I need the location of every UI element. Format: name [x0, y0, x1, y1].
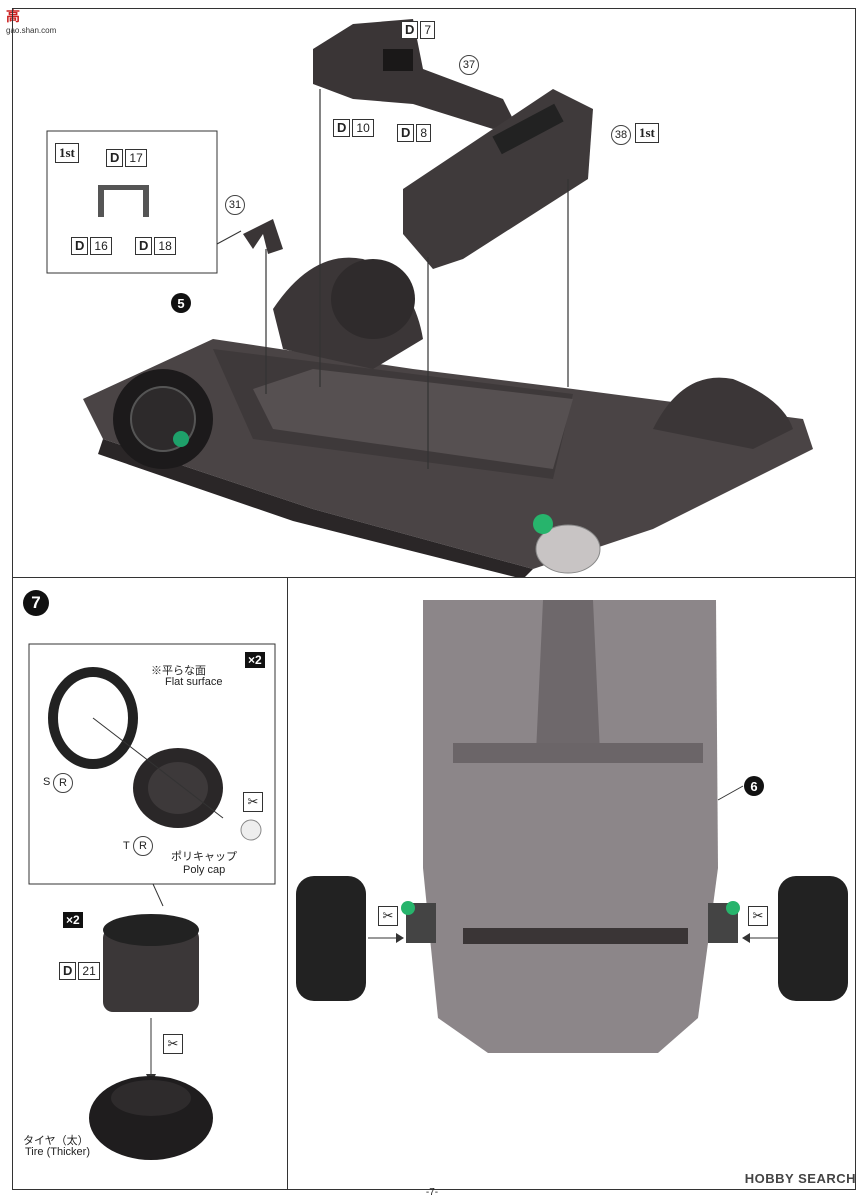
brand-logo: HOBBY SEARCH	[744, 1171, 856, 1186]
part-tag-d7: D 7	[401, 21, 436, 39]
brake-disc	[535, 524, 601, 574]
part-tag-d10: D 10	[333, 119, 374, 137]
watermark-logo: 高 gao.shan.com	[6, 6, 56, 35]
page-number: -7-	[425, 1187, 439, 1198]
part-prefix: D	[135, 237, 153, 255]
part-number-37: 37	[459, 55, 479, 75]
multiplier-badge: ×2	[245, 652, 265, 668]
tire-label-en: Tire (Thicker)	[25, 1146, 90, 1158]
poly-cap	[240, 819, 262, 841]
underside-panel: 6 ✂ ✂	[288, 578, 856, 1190]
step6-illustration	[46, 19, 813, 577]
first-badge-inset: 1st	[55, 143, 79, 163]
part-number-38: 38	[611, 125, 631, 145]
part-tag-d17: D 17	[106, 149, 147, 167]
rear-tire	[331, 259, 415, 339]
part-number: 10	[352, 119, 374, 137]
part-number: 16	[90, 237, 112, 255]
multiplier-badge-2: ×2	[63, 912, 83, 928]
t-circle: R	[133, 836, 153, 856]
s-circle: R	[53, 773, 73, 793]
tunnel-part	[403, 89, 593, 269]
part-tag-d18: D 18	[135, 237, 176, 255]
polycap-label-jp: ポリキャップ	[171, 851, 237, 863]
tire-label-jp: タイヤ（太）	[23, 1135, 89, 1147]
inset-part	[98, 185, 149, 217]
s-label: S	[43, 776, 51, 788]
first-badge-main: 1st	[635, 123, 659, 143]
step7-number: 7	[23, 590, 49, 616]
underside-ref-step: 6	[744, 776, 764, 796]
part-prefix: D	[333, 119, 351, 137]
part-number: 17	[125, 149, 147, 167]
part-tag-d8: D 8	[397, 124, 432, 142]
assembly-arrows	[265, 89, 569, 469]
wheel-assembly-illustration	[28, 643, 276, 1160]
underside-illustration	[296, 600, 848, 1053]
center-console	[313, 19, 513, 129]
cut-tool-icon: ✂	[243, 792, 263, 812]
part-prefix: D	[397, 124, 415, 142]
part-prefix: D	[59, 962, 77, 980]
rim-outer-s	[48, 667, 138, 769]
chassis-tub	[83, 257, 813, 577]
logo-site: gao.shan.com	[6, 26, 57, 35]
part-tag-d16: D 16	[71, 237, 112, 255]
part-number: 21	[78, 962, 100, 980]
flat-surface-label-jp: ※平らな面	[151, 665, 206, 677]
assembled-wheel	[103, 928, 199, 1012]
cut-tool-icon-2: ✂	[163, 1034, 183, 1054]
pedal-part	[243, 219, 283, 254]
part-prefix: D	[106, 149, 124, 167]
part-tag-d21: D 21	[59, 962, 100, 980]
cut-tool-icon-left: ✂	[378, 906, 398, 926]
flat-surface-label-en: Flat surface	[165, 676, 223, 688]
part-prefix: D	[71, 237, 89, 255]
wheel-inset-box	[28, 643, 276, 885]
part-number: 7	[420, 21, 436, 39]
underside-wheel-left	[296, 876, 366, 1001]
t-label: T	[123, 840, 130, 852]
sub-step-number: 5	[171, 293, 191, 313]
step7-panel: 7 ×2 ※平らな面 Flat surface S R T R ✂ ポリキャップ…	[12, 578, 288, 1190]
part-number-31: 31	[225, 195, 245, 215]
part-number: 18	[154, 237, 176, 255]
polycap-label-en: Poly cap	[183, 864, 226, 876]
cut-tool-icon-right: ✂	[748, 906, 768, 926]
logo-text: 高	[6, 8, 20, 24]
underside-wheel-right	[778, 876, 848, 1001]
inset-box	[46, 130, 218, 274]
step6-panel: 5 D 7 D 10 D 8 37 38 1st 31 1st D 17 D 1…	[12, 8, 856, 578]
part-prefix: D	[401, 21, 419, 39]
part-number: 8	[416, 124, 432, 142]
